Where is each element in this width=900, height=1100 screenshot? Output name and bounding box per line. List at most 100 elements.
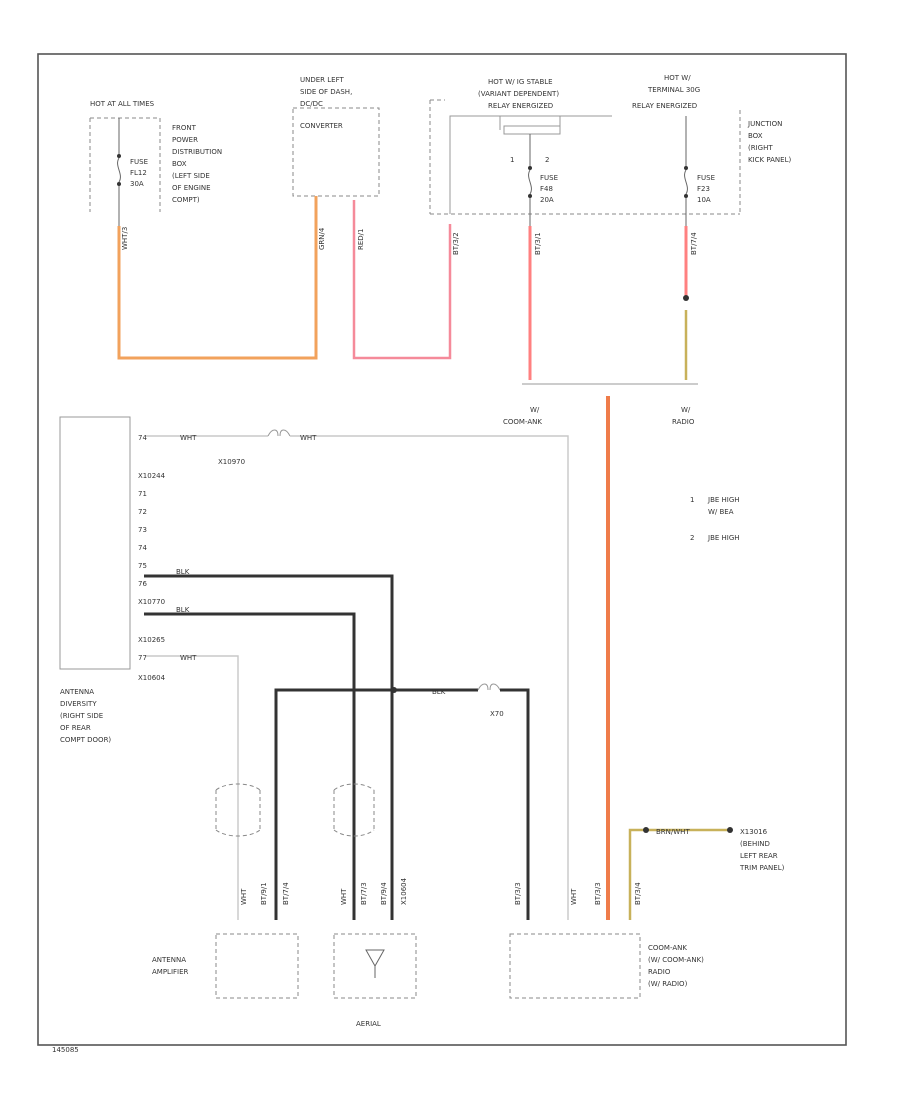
splice-node-fuse3 xyxy=(683,295,689,301)
junction-box-line-3: KICK PANEL) xyxy=(748,156,791,164)
wire-code-w-jb1: BT/3/2 xyxy=(452,232,460,255)
note1-line-0: JBE HIGH xyxy=(707,496,740,504)
conn-c-label: X70 xyxy=(490,710,504,718)
pin-76-label: 76 xyxy=(138,580,147,588)
diagram-frame xyxy=(37,53,847,1046)
x10770-label: X10770 xyxy=(138,598,165,606)
hot-term-line-0: HOT W/ xyxy=(664,74,691,82)
antenna-diversity-box xyxy=(59,416,131,670)
wht-a-label: WHT xyxy=(180,434,197,442)
blk-a-label: BLK xyxy=(176,568,190,576)
pin-74-label: 74 xyxy=(138,434,147,442)
hot-term-line-2: RELAY ENERGIZED xyxy=(632,102,697,110)
dcdc-converter-box xyxy=(292,107,380,197)
aerial-label: AERIAL xyxy=(356,1020,381,1028)
fuse1-line-0: FUSE xyxy=(130,158,148,166)
pin-code-5: BT/9/4 xyxy=(380,882,388,905)
splice-radio-line-0: W/ xyxy=(681,406,691,414)
note2-num: 2 xyxy=(690,534,694,542)
pin-code-6: X10604 xyxy=(400,877,408,905)
wire-code-w-dcdc1: GRN/4 xyxy=(318,227,326,250)
fuse3-line-0: FUSE xyxy=(697,174,715,182)
note2-text: JBE HIGH xyxy=(707,534,740,542)
wire-dcdc-to-jb xyxy=(352,200,452,360)
front-pdb-line-1: POWER xyxy=(172,136,198,144)
front-pdb-line-3: BOX xyxy=(172,160,187,168)
note1-line-1: W/ BEA xyxy=(708,508,734,516)
pin-code-3: WHT xyxy=(340,888,348,905)
aerial-box xyxy=(333,933,417,999)
connector-symbol-c xyxy=(477,683,501,691)
under-left-line-3: CONVERTER xyxy=(300,122,343,130)
pin-73-label: 73 xyxy=(138,526,147,534)
pin-71-label: 71 xyxy=(138,490,147,498)
relay-bracket xyxy=(503,125,561,135)
ground-line-0: X13016 xyxy=(740,828,768,836)
wire-code-w-dcdc2: RED/1 xyxy=(357,229,365,251)
wire-blk-x10770 xyxy=(144,612,356,920)
pin-77-label: 77 xyxy=(138,654,147,662)
fuse1-element xyxy=(117,157,121,183)
pin-code-7: BT/3/3 xyxy=(514,882,522,905)
fuse2-element xyxy=(528,169,532,195)
fuse2-line-0: FUSE xyxy=(540,174,558,182)
conn-a-label: X10970 xyxy=(218,458,245,466)
fuse3-element xyxy=(684,169,688,195)
footer-code: 145085 xyxy=(52,1046,79,1054)
pin-code-4: BT/7/3 xyxy=(360,882,368,905)
wire-blk-ring-cont xyxy=(500,688,530,920)
fuse1-box xyxy=(89,117,161,212)
junction-box-line-0: JUNCTION xyxy=(747,120,782,128)
ground-line-1: (BEHIND xyxy=(740,840,770,848)
antenna-div-line-2: (RIGHT SIDE xyxy=(60,712,103,720)
fuse1-node-bottom xyxy=(117,182,121,186)
hot-ign-line-2: RELAY ENERGIZED xyxy=(488,102,553,110)
fuse2-line-2: 20A xyxy=(540,196,554,204)
hot-term-line-1: TERMINAL 30G xyxy=(647,86,700,94)
hot-ign-line-0: HOT W/ IG STABLE xyxy=(488,78,553,86)
splice-node-ring xyxy=(391,687,397,693)
pin-code-0: WHT xyxy=(240,888,248,905)
front-pdb-line-4: (LEFT SIDE xyxy=(172,172,210,180)
under-left-line-0: UNDER LEFT xyxy=(300,76,344,84)
jb-feed-line xyxy=(449,115,612,214)
junction-box-line-2: (RIGHT xyxy=(748,144,773,152)
x10604-label: X10604 xyxy=(138,674,166,682)
x10244-label: X10244 xyxy=(138,472,166,480)
wire-wht-pin77 xyxy=(146,655,239,920)
note1-num: 1 xyxy=(690,496,694,504)
x10265-label: X10265 xyxy=(138,636,165,644)
antenna-amplifier-box xyxy=(215,933,299,999)
front-pdb-line-0: FRONT xyxy=(172,124,197,132)
fuse3-node-top xyxy=(684,166,688,170)
fuse1-line-1: FL12 xyxy=(130,169,147,177)
front-pdb-line-6: COMPT) xyxy=(172,196,200,204)
blk-c-label: BLK xyxy=(432,688,446,696)
coom-line-2: RADIO xyxy=(648,968,671,976)
ant-amp-line-0: ANTENNA xyxy=(152,956,186,964)
junction-box-line-1: BOX xyxy=(748,132,763,140)
wire-code-w-jb3: BT/7/4 xyxy=(690,232,698,255)
fuse1-node-top xyxy=(117,154,121,158)
hot-at-all-times-label: HOT AT ALL TIMES xyxy=(90,100,155,108)
wire-blk-pin76 xyxy=(144,574,394,920)
coom-line-3: (W/ RADIO) xyxy=(648,980,688,988)
antenna-div-line-0: ANTENNA xyxy=(60,688,94,696)
splice-radio-line-1: RADIO xyxy=(672,418,695,426)
junction-box-outline xyxy=(429,99,741,215)
fuse1-line-2: 30A xyxy=(130,180,144,188)
under-left-line-1: SIDE OF DASH, xyxy=(300,88,352,96)
front-pdb-line-5: OF ENGINE xyxy=(172,184,211,192)
pin-code-9: BT/3/3 xyxy=(594,882,602,905)
ground-node-start xyxy=(643,827,649,833)
wire-fuse1-to-dcdc xyxy=(117,196,318,360)
fuse2-node-bottom xyxy=(528,194,532,198)
pin-72-label: 72 xyxy=(138,508,147,516)
splice-coom-line-0: W/ xyxy=(530,406,540,414)
pin-code-10: BT/3/4 xyxy=(634,882,642,905)
pin-code-8: WHT xyxy=(570,888,578,905)
wht-c-label: WHT xyxy=(180,654,197,662)
fuse2-line-1: F48 xyxy=(540,185,553,193)
fuse3-line-2: 10A xyxy=(697,196,711,204)
wire-blk-ring xyxy=(274,688,478,920)
